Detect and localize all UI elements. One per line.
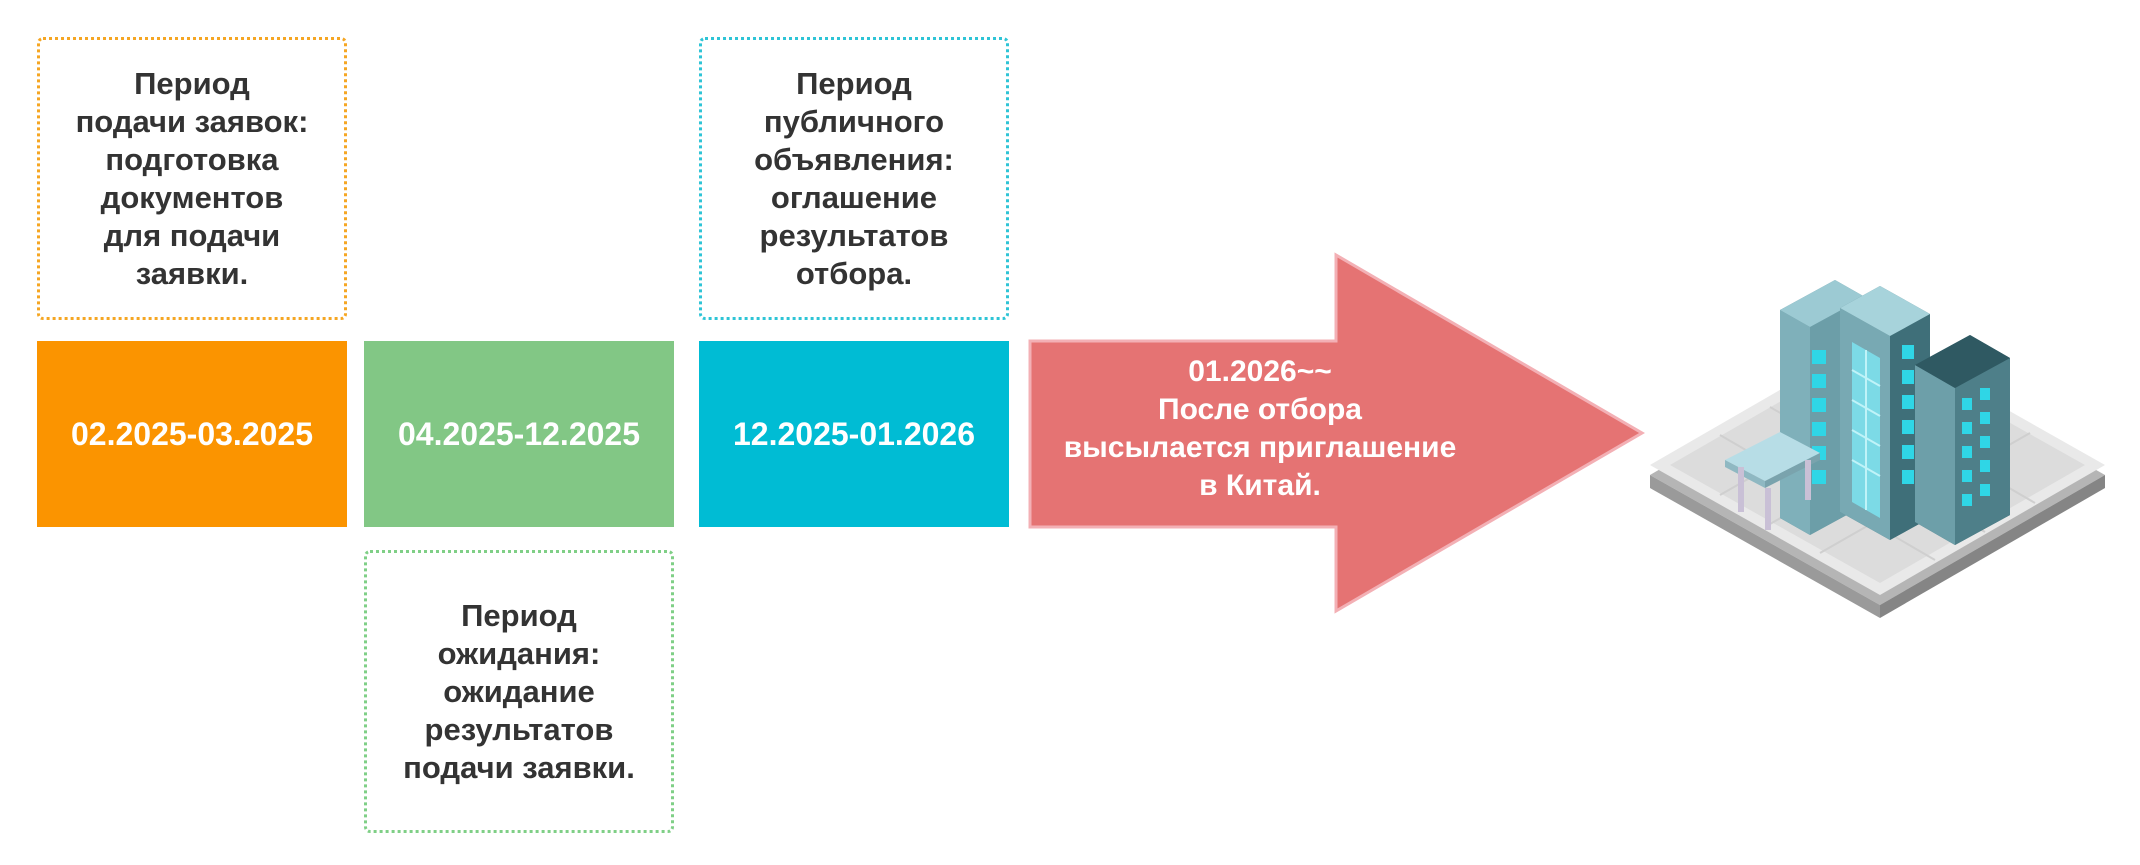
office-building-icon <box>1650 280 2105 618</box>
period-box-waiting: 04.2025-12.2025 <box>364 341 674 527</box>
final-stage-arrow <box>1028 252 1645 614</box>
period-box-application: 02.2025-03.2025 <box>37 341 347 527</box>
period-box-announcement: 12.2025-01.2026 <box>699 341 1009 527</box>
final-stage-text: 01.2026~~ После отбора высылается пригла… <box>1063 355 1457 502</box>
stage-note-announcement: Период публичного объявления: оглашение … <box>699 37 1009 320</box>
stage-note-waiting: Период ожидания: ожидание результатов по… <box>364 550 674 833</box>
stage-note-application: Период подачи заявок: подготовка докумен… <box>37 37 347 320</box>
